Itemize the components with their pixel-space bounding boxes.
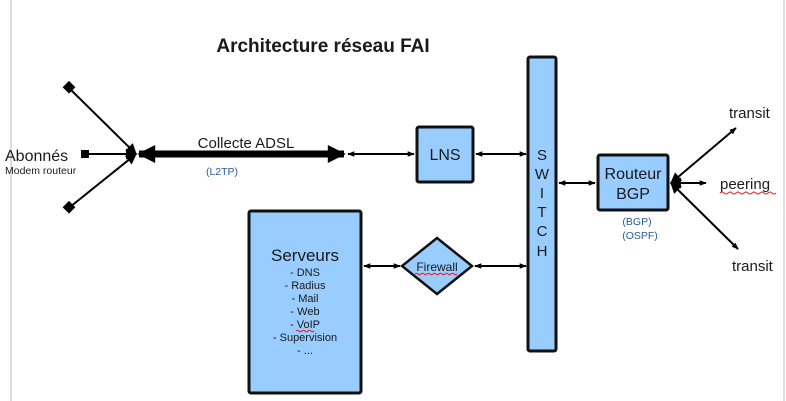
peering-label: peering <box>720 176 770 193</box>
transit-top-label: transit <box>729 105 771 122</box>
switch-letter: S <box>537 147 547 164</box>
router-label-line2: BGP <box>616 186 650 203</box>
spellcheck-underline <box>414 272 458 276</box>
subscriber-link-top <box>69 88 137 155</box>
lns-label: LNS <box>429 147 460 164</box>
switch-letter: H <box>537 243 548 260</box>
servers-node: Serveurs - DNS - Radius - Mail - Web - V… <box>247 209 363 395</box>
router-node: Routeur BGP <box>596 153 670 212</box>
switch-letter: I <box>540 185 544 202</box>
servers-item: - Web <box>290 306 319 318</box>
lns-node: LNS <box>415 125 475 184</box>
collecte-label: Collecte ADSL <box>198 135 295 152</box>
subscriber-node-middle <box>81 150 89 158</box>
subscribers-label: Abonnés <box>5 148 68 165</box>
firewall-label: Firewall <box>416 260 457 274</box>
switch-letter: C <box>537 223 548 240</box>
router-protocol-bgp: (BGP) <box>622 216 651 228</box>
transit-bottom-label: transit <box>732 258 774 275</box>
switch-node: S W I T C H <box>526 55 558 353</box>
router-label-line1: Routeur <box>605 166 663 183</box>
servers-item: - Radius <box>285 280 326 292</box>
collecte-protocol: (L2TP) <box>206 166 238 178</box>
firewall-node: Firewall <box>399 236 475 296</box>
switch-letter: W <box>535 166 550 183</box>
servers-item: - ... <box>297 345 313 357</box>
router-transit-bottom-link <box>670 182 739 250</box>
subscriber-link-bottom <box>69 153 137 208</box>
servers-item: - VoIP <box>290 319 320 331</box>
switch-letter: T <box>537 204 546 221</box>
servers-item: - Mail <box>292 293 319 305</box>
servers-item: - DNS <box>290 267 320 279</box>
diagram-title: Architecture réseau FAI <box>216 36 429 57</box>
subscriber-node-bottom <box>62 200 76 214</box>
subscribers-sublabel: Modem routeur <box>5 165 77 177</box>
servers-item: - Supervision <box>273 332 337 344</box>
page-border-right <box>783 0 785 401</box>
servers-title: Serveurs <box>271 246 339 265</box>
spellcheck-underline <box>295 329 315 333</box>
router-transit-top-link <box>670 127 737 184</box>
router-protocol-ospf: (OSPF) <box>622 230 658 242</box>
page-border-left <box>10 0 12 401</box>
spellcheck-underline <box>719 191 777 195</box>
